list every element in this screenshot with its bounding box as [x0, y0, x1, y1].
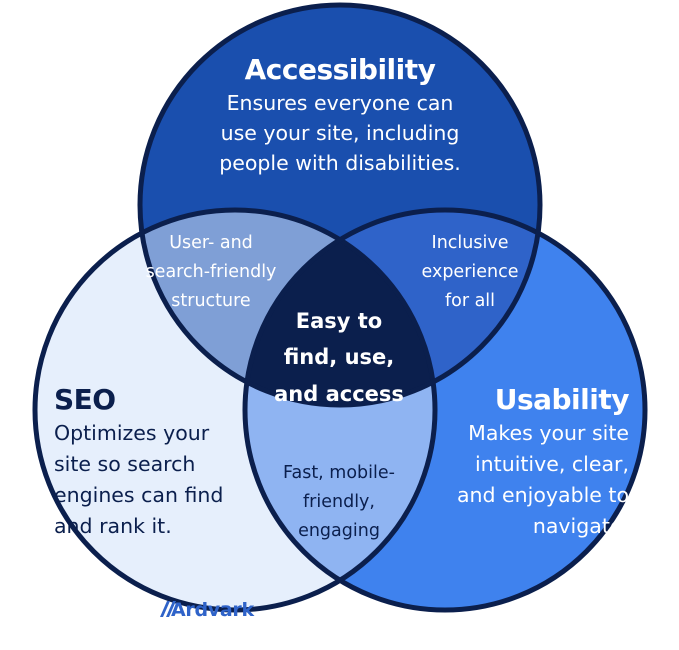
usability-desc-line: and enjoyable to [457, 483, 629, 507]
ardvark-logo: Ardvark [160, 599, 255, 621]
overlap-center [245, 210, 435, 405]
overlap-seo-accessibility-line: User- and [169, 233, 253, 253]
usability-desc-line: intuitive, clear, [475, 452, 629, 476]
seo-circle-outline [32, 207, 438, 613]
accessibility-circle-outline [137, 2, 543, 408]
accessibility-desc-line: Ensures everyone can [227, 91, 454, 115]
overlap-accessibility-usability-line: Inclusive [432, 233, 509, 253]
accessibility-desc-line: people with disabilities. [219, 151, 461, 175]
overlap-seo-accessibility-line: search-friendly [146, 262, 277, 282]
overlap-seo-usability-line: friendly, [303, 492, 375, 512]
seo-title: SEO [54, 383, 116, 416]
seo-desc-line: and rank it. [54, 514, 172, 538]
seo-desc-line: site so search [54, 452, 195, 476]
overlap-seo-usability-line: Fast, mobile- [283, 463, 395, 483]
usability-desc-line: Makes your site [468, 421, 629, 445]
seo-desc-line: Optimizes your [54, 421, 210, 445]
seo-desc-line: engines can find [54, 483, 223, 507]
usability-title: Usability [495, 383, 630, 416]
center-label-line: Easy to [296, 309, 382, 333]
center-label-line: and access [274, 382, 404, 406]
accessibility-title: Accessibility [245, 53, 436, 86]
accessibility-desc-line: use your site, including [221, 121, 460, 145]
overlap-accessibility-usability-line: experience [422, 262, 519, 282]
overlap-seo-accessibility-line: structure [171, 291, 250, 311]
overlap-accessibility-usability-line: for all [445, 291, 495, 311]
center-label-line: find, use, [284, 345, 395, 369]
usability-desc-line: navigate. [533, 514, 629, 538]
overlap-seo-usability-line: engaging [298, 521, 380, 541]
logo-mark-icon [160, 601, 176, 617]
usability-circle-outline [242, 207, 648, 613]
brand-name: Ardvark [171, 599, 254, 621]
